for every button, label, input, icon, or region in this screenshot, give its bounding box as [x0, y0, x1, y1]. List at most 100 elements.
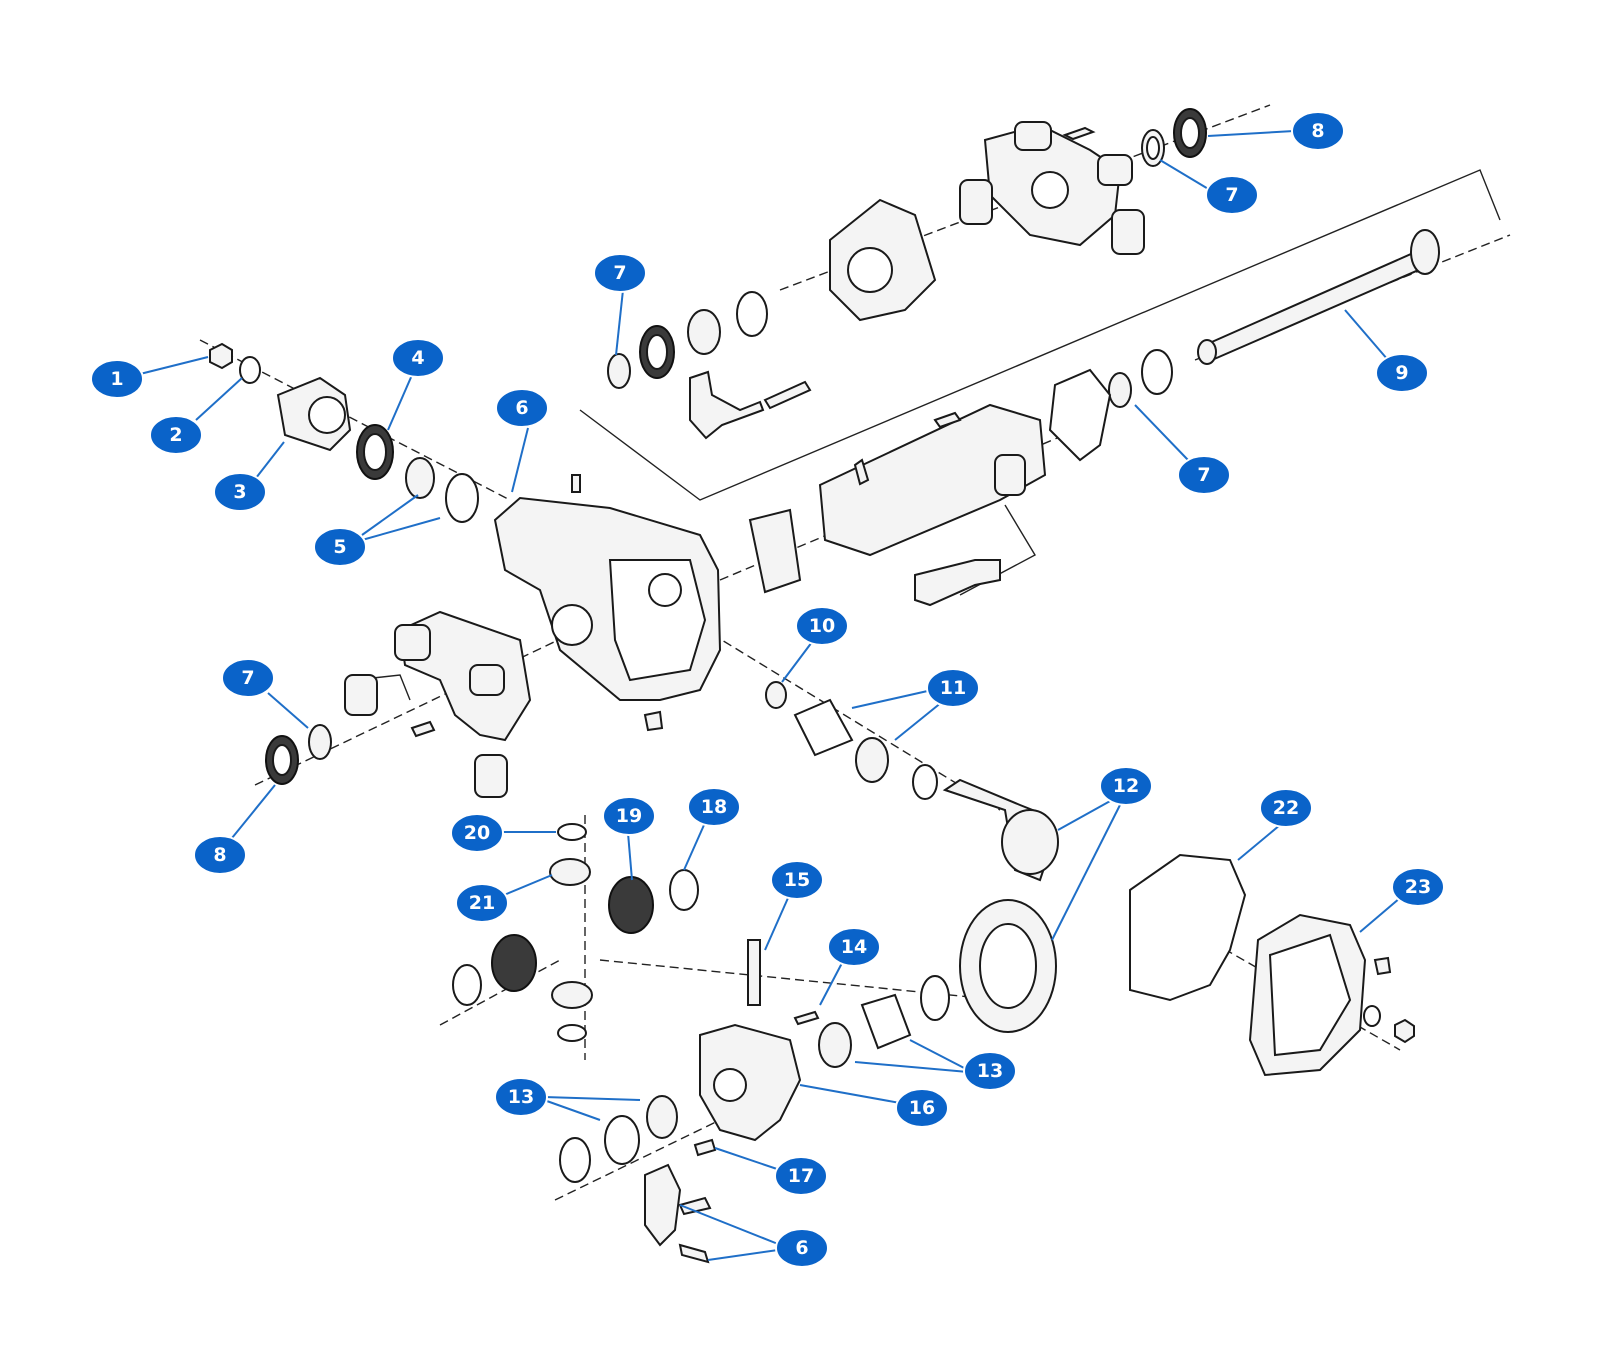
carrier-bearing-right	[818, 1022, 852, 1068]
callout-8-top: 8	[1291, 111, 1345, 151]
callout-13-right: 13	[963, 1051, 1017, 1091]
callout-16: 16	[895, 1088, 949, 1128]
callout-19: 19	[602, 796, 656, 836]
pinion-washer	[239, 356, 261, 384]
leader-11a	[851, 689, 933, 709]
callout-4: 4	[391, 338, 445, 378]
svg-text:18: 18	[701, 796, 727, 818]
callout-5: 5	[313, 527, 367, 567]
axle-shaft-spline-outer	[1410, 229, 1440, 275]
callout-22: 22	[1259, 788, 1313, 828]
carrier-cup-right	[860, 993, 912, 1050]
leader-21	[503, 874, 553, 896]
callout-9: 9	[1375, 353, 1429, 393]
pinion-oil-slinger	[765, 681, 787, 709]
bushing-upper-right	[1111, 209, 1145, 255]
side-gear-left	[491, 934, 537, 992]
leader-lines	[139, 130, 1401, 1261]
svg-text:7: 7	[1225, 184, 1238, 206]
svg-text:9: 9	[1395, 362, 1408, 384]
axle-shaft-bracket	[579, 169, 1501, 501]
leader-6b1	[679, 1204, 779, 1245]
leader-13b2	[543, 1099, 601, 1121]
leader-12a	[1057, 799, 1113, 831]
leader-14	[819, 962, 843, 1006]
mount-bracket-left	[398, 610, 532, 742]
callout-23: 23	[1391, 867, 1445, 907]
leader-1	[139, 356, 209, 375]
housing-bore	[551, 604, 593, 646]
leader-8a	[1207, 130, 1295, 137]
callout-7-mid: 7	[593, 253, 647, 293]
callout-14: 14	[827, 927, 881, 967]
pinion-gear-washer-upper	[557, 823, 587, 841]
svg-text:14: 14	[841, 936, 867, 958]
center-tube	[748, 403, 1047, 607]
cover-bolt-top	[1373, 956, 1392, 976]
actuator-sensor	[914, 559, 1001, 607]
side-gear-right	[608, 876, 654, 934]
axis-differential	[599, 959, 1001, 1001]
svg-text:22: 22	[1273, 797, 1299, 819]
leader-5a	[361, 494, 419, 536]
pinion-nut	[209, 342, 233, 370]
leader-6a	[511, 427, 529, 493]
clutch-gear	[687, 309, 721, 355]
svg-text:1: 1	[110, 368, 123, 390]
housing-drain-plug	[643, 710, 664, 732]
callout-13-left: 13	[494, 1077, 548, 1117]
bolt-tube-b	[853, 458, 870, 486]
svg-text:16: 16	[909, 1097, 935, 1119]
leader-13b1	[543, 1096, 641, 1101]
leader-12b	[1051, 804, 1121, 941]
leader-13a1	[909, 1039, 969, 1071]
leader-13a2	[854, 1061, 969, 1073]
svg-text:6: 6	[795, 1237, 808, 1259]
pinion-bearing-outer	[405, 457, 435, 499]
callout-15: 15	[770, 860, 824, 900]
svg-text:19: 19	[616, 805, 642, 827]
shim-mid	[1141, 349, 1173, 395]
leader-16	[799, 1084, 901, 1104]
callout-11: 11	[926, 668, 980, 708]
svg-text:6: 6	[515, 397, 528, 419]
leader-10	[781, 641, 813, 683]
svg-text:4: 4	[411, 347, 424, 369]
bushing-upper-left	[959, 179, 993, 225]
left-bracket-assembly	[265, 610, 532, 798]
callout-12: 12	[1099, 766, 1153, 806]
shift-spring	[763, 380, 812, 410]
callout-6-top: 6	[495, 388, 549, 428]
callout-8-left: 8	[193, 835, 247, 875]
differential-case	[699, 1023, 802, 1142]
leader-23	[1359, 897, 1401, 933]
leader-4	[387, 374, 413, 431]
callout-2: 2	[149, 415, 203, 455]
svg-text:2: 2	[169, 424, 182, 446]
svg-text:10: 10	[809, 615, 835, 637]
pinion-gear-washer-lower	[557, 1024, 587, 1042]
axis-side-gear	[439, 959, 561, 1026]
leader-19	[627, 832, 633, 881]
leader-8b	[231, 784, 276, 839]
differential-housing	[493, 474, 722, 732]
svg-text:15: 15	[784, 869, 810, 891]
cap-bolt-lower	[678, 1243, 710, 1264]
leader-5b	[361, 517, 441, 541]
callout-10: 10	[795, 606, 849, 646]
pinion-gear-group	[765, 681, 1059, 882]
callout-7-right: 7	[1177, 455, 1231, 495]
axis-left-bracket	[254, 619, 601, 786]
leader-9	[1344, 309, 1389, 361]
svg-text:20: 20	[464, 822, 490, 844]
axle-shaft-spline-inner	[1197, 339, 1217, 365]
svg-text:7: 7	[613, 262, 626, 284]
svg-text:7: 7	[1197, 464, 1210, 486]
leader-17	[714, 1147, 781, 1171]
carrier-shim-left	[559, 1137, 591, 1183]
leader-11b	[894, 701, 943, 741]
callout-18: 18	[687, 787, 741, 827]
callout-6-bottom: 6	[775, 1228, 829, 1268]
axis-lower-bearing	[554, 1119, 721, 1201]
bolt-left	[410, 720, 436, 738]
